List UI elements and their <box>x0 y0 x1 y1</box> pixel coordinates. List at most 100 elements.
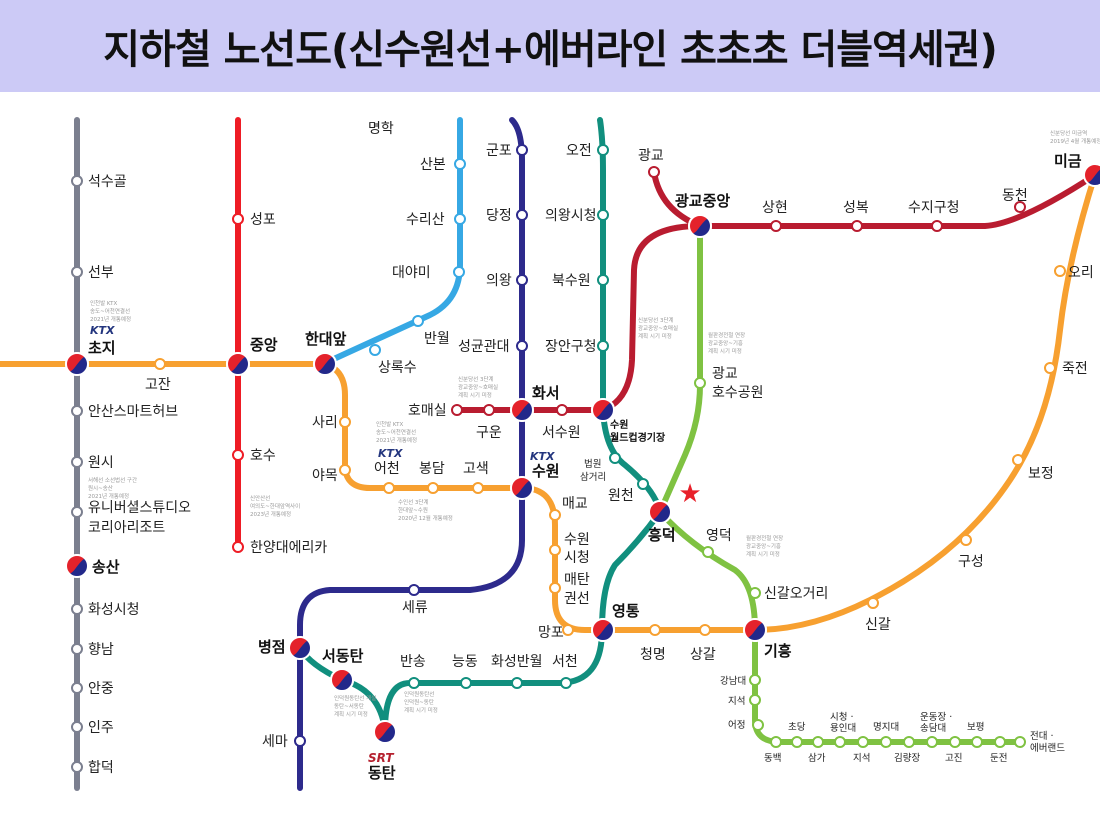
xfer-yeongtong[interactable] <box>590 617 616 643</box>
dot-gimnyangjang[interactable] <box>903 736 915 748</box>
xfer-handaeap[interactable] <box>312 351 338 377</box>
dot-daeyami[interactable] <box>453 266 465 278</box>
dot-gwanggyo-lake[interactable] <box>694 377 706 389</box>
dot-bansong[interactable] <box>408 677 420 689</box>
label-sedongtan: 서동탄 <box>322 647 364 665</box>
dot-gunpo[interactable] <box>516 144 528 156</box>
xfer-choji[interactable] <box>64 351 90 377</box>
xfer-hwaseo[interactable] <box>509 397 535 423</box>
xfer-gwanggyo-jungang[interactable] <box>687 213 713 239</box>
dot-mangpo[interactable] <box>562 624 574 636</box>
dot-sicheong-yongindae[interactable] <box>834 736 846 748</box>
dot-inju[interactable] <box>71 721 83 733</box>
dot-sari[interactable] <box>339 416 351 428</box>
dot-dangjeong[interactable] <box>516 209 528 221</box>
dot-dongbaek[interactable] <box>770 736 782 748</box>
dot-suji-gucheong[interactable] <box>931 220 943 232</box>
dot-jukjeon[interactable] <box>1044 362 1056 374</box>
dot-guseong[interactable] <box>960 534 972 546</box>
dot-eojeong[interactable] <box>752 719 764 731</box>
dot-singal-ogeori[interactable] <box>749 587 761 599</box>
dot-gwanggyo[interactable] <box>648 166 660 178</box>
dot-chodang[interactable] <box>791 736 803 748</box>
xfer-sedongtan[interactable] <box>329 667 355 693</box>
label-hanyang-erica: 한양대에리카 <box>250 540 327 556</box>
dot-jiseok2[interactable] <box>857 736 869 748</box>
dot-hanyang-erica[interactable] <box>232 541 244 553</box>
dot-dunjeon[interactable] <box>994 736 1006 748</box>
dot-jiseok[interactable] <box>749 694 761 706</box>
dot-bopyeong[interactable] <box>971 736 983 748</box>
dot-banwol[interactable] <box>412 315 424 327</box>
xfer-suwon-wc[interactable] <box>590 397 616 423</box>
dot-dongcheon[interactable] <box>1014 201 1026 213</box>
dot-guun[interactable] <box>483 404 495 416</box>
dot-samga[interactable] <box>812 736 824 748</box>
dot-wonsi[interactable] <box>71 456 83 468</box>
dot-seongpo[interactable] <box>232 213 244 225</box>
xfer-heungdeok[interactable] <box>647 499 673 525</box>
dot-maegyo[interactable] <box>549 509 561 521</box>
dot-maetan[interactable] <box>549 582 561 594</box>
xfer-suwon[interactable] <box>509 475 535 501</box>
dot-ori[interactable] <box>1054 265 1066 277</box>
notes: 인천발 KTX 송도~어천연결선 2021년 개통예정 인천발 KTX 송도~어… <box>88 129 1100 718</box>
dot-beopwon[interactable] <box>609 452 621 464</box>
dot-gangnamdae[interactable] <box>749 674 761 686</box>
note-homaesil-3: 계획 시기 미정 <box>458 391 492 399</box>
note-sedongtan-3: 계획 시기 미정 <box>334 710 368 718</box>
dot-ansan-smart-hub[interactable] <box>71 405 83 417</box>
label-dangjeong: 당정 <box>486 208 512 224</box>
dot-suwon-sicheong[interactable] <box>549 544 561 556</box>
dot-sema[interactable] <box>294 735 306 747</box>
dot-hoesu[interactable] <box>232 449 244 461</box>
xfer-dongtan[interactable] <box>372 719 398 745</box>
dot-jeondae[interactable] <box>1014 736 1026 748</box>
dot-homaesil[interactable] <box>451 404 463 416</box>
xfer-jungang[interactable] <box>225 351 251 377</box>
dot-sanggal[interactable] <box>699 624 711 636</box>
dot-surisan[interactable] <box>454 213 466 225</box>
dot-ojeon[interactable] <box>597 144 609 156</box>
dot-yamok[interactable] <box>339 464 351 476</box>
dot-universal[interactable] <box>71 506 83 518</box>
dot-buksuwon[interactable] <box>597 274 609 286</box>
dot-yeongdeok[interactable] <box>702 546 714 558</box>
dot-anjung[interactable] <box>71 682 83 694</box>
dot-cheongmyeong[interactable] <box>649 624 661 636</box>
dot-sanbon[interactable] <box>454 158 466 170</box>
dot-uiwang-sicheong[interactable] <box>597 209 609 221</box>
dot-bojeong[interactable] <box>1012 454 1024 466</box>
dot-seonggyungwan[interactable] <box>516 340 528 352</box>
xfer-songsan[interactable] <box>64 553 90 579</box>
dot-hyangnam[interactable] <box>71 643 83 655</box>
dot-neungdong[interactable] <box>460 677 472 689</box>
dot-seonbu[interactable] <box>71 266 83 278</box>
dot-sangroksu[interactable] <box>369 344 381 356</box>
dot-sanghyeon[interactable] <box>770 220 782 232</box>
xfer-byeongjeom[interactable] <box>287 635 313 661</box>
dot-uiwang[interactable] <box>516 274 528 286</box>
dot-undonggang[interactable] <box>926 736 938 748</box>
note-eocheon-1: 수인선 3단계 <box>398 498 429 506</box>
dot-seosuwon[interactable] <box>556 404 568 416</box>
dot-seongbok[interactable] <box>851 220 863 232</box>
xfer-migeum[interactable] <box>1082 162 1100 188</box>
dot-seoksugol[interactable] <box>71 175 83 187</box>
dot-jangan-gucheong[interactable] <box>597 340 609 352</box>
dot-seryu[interactable] <box>408 584 420 596</box>
dot-gojan[interactable] <box>154 358 166 370</box>
dot-bongdam[interactable] <box>427 482 439 494</box>
xfer-giheung[interactable] <box>742 617 768 643</box>
dot-eocheon[interactable] <box>383 482 395 494</box>
dot-seocheon[interactable] <box>560 677 572 689</box>
dot-gosaek[interactable] <box>472 482 484 494</box>
dot-myeongjidae[interactable] <box>880 736 892 748</box>
dot-woncheon[interactable] <box>637 478 649 490</box>
dot-gojin[interactable] <box>949 736 961 748</box>
dot-hwaseong-banwol[interactable] <box>511 677 523 689</box>
dot-hwaseong-sicheong[interactable] <box>71 603 83 615</box>
label-hwaseong-sicheong: 화성시청 <box>88 602 140 618</box>
dot-hapdeok[interactable] <box>71 761 83 773</box>
dot-singal[interactable] <box>867 597 879 609</box>
